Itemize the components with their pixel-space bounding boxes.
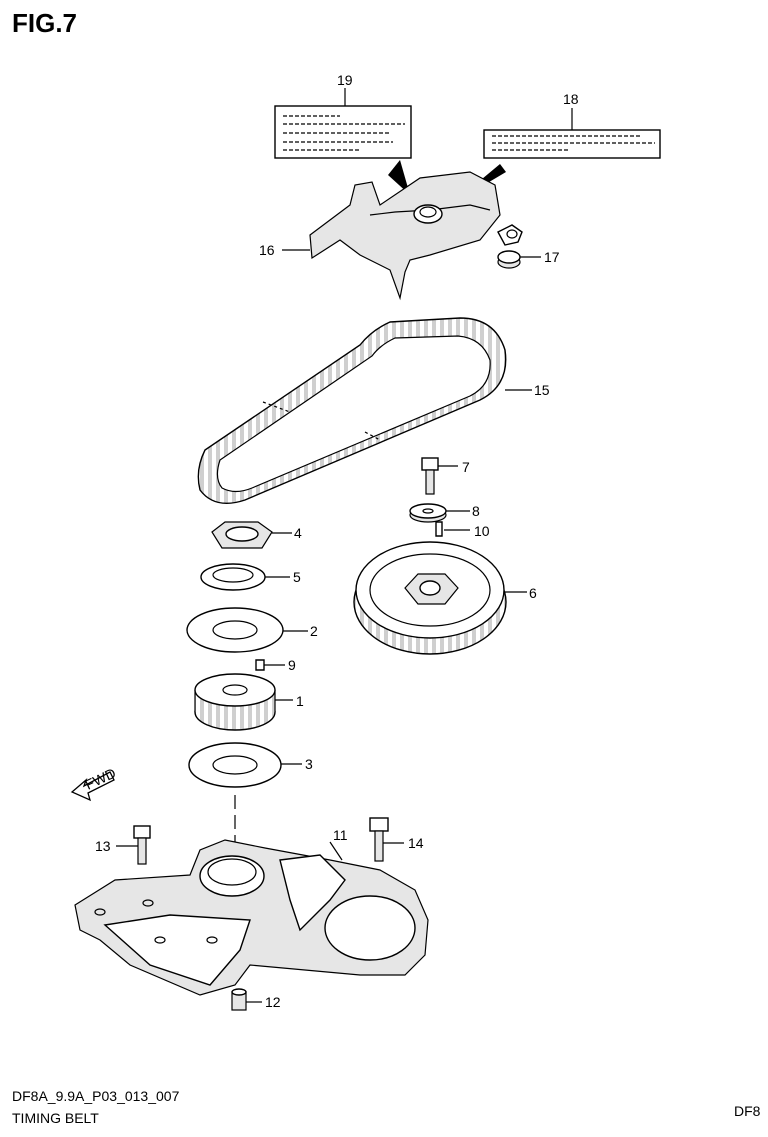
drawing-code: DF8A_9.9A_P03_013_007 [12, 1088, 180, 1104]
label-19-decal [274, 88, 412, 195]
dowel-pin-12 [231, 988, 262, 1011]
callout-4: 4 [294, 525, 302, 541]
edge-code-fragment: DF8 [734, 1103, 761, 1119]
grommet-17 [497, 250, 541, 269]
figure-caption: TIMING BELT [12, 1110, 99, 1126]
bolt-14 [369, 817, 404, 862]
washer-8 [409, 503, 470, 523]
callout-19: 19 [337, 72, 353, 88]
belt-guide-3 [188, 742, 302, 788]
belt-guide-2 [186, 607, 308, 653]
callout-15: 15 [534, 382, 550, 398]
key-9 [255, 659, 285, 671]
callout-7: 7 [462, 459, 470, 475]
bracket-11 [74, 839, 429, 996]
figure-title: FIG.7 [12, 8, 78, 38]
fwd-label: FWD [83, 765, 119, 793]
bolt-13 [116, 825, 151, 865]
callout-2: 2 [310, 623, 318, 639]
callout-11: 11 [333, 827, 348, 843]
callout-10: 10 [474, 523, 490, 539]
callout-labels: 19 18 16 17 15 7 8 10 4 6 5 2 9 1 3 13 1… [95, 72, 579, 1010]
fwd-arrow-icon: FWD [70, 765, 119, 802]
driven-pulley-6 [353, 541, 527, 655]
bolt-7 [421, 457, 458, 495]
callout-16: 16 [259, 242, 275, 258]
nut-4 [211, 521, 292, 549]
lock-plate-5 [200, 563, 290, 591]
callout-17: 17 [544, 249, 560, 265]
callout-14: 14 [408, 835, 424, 851]
key-10 [435, 521, 470, 537]
callout-6: 6 [529, 585, 537, 601]
drive-pulley-1 [194, 673, 293, 731]
timing-belt-cover-16 [282, 171, 523, 301]
callout-9: 9 [288, 657, 296, 673]
callout-12: 12 [265, 994, 281, 1010]
callout-8: 8 [472, 503, 480, 519]
callout-13: 13 [95, 838, 111, 854]
callout-3: 3 [305, 756, 313, 772]
callout-18: 18 [563, 91, 579, 107]
callout-1: 1 [296, 693, 304, 709]
callout-5: 5 [293, 569, 301, 585]
timing-belt-15 [197, 317, 532, 504]
